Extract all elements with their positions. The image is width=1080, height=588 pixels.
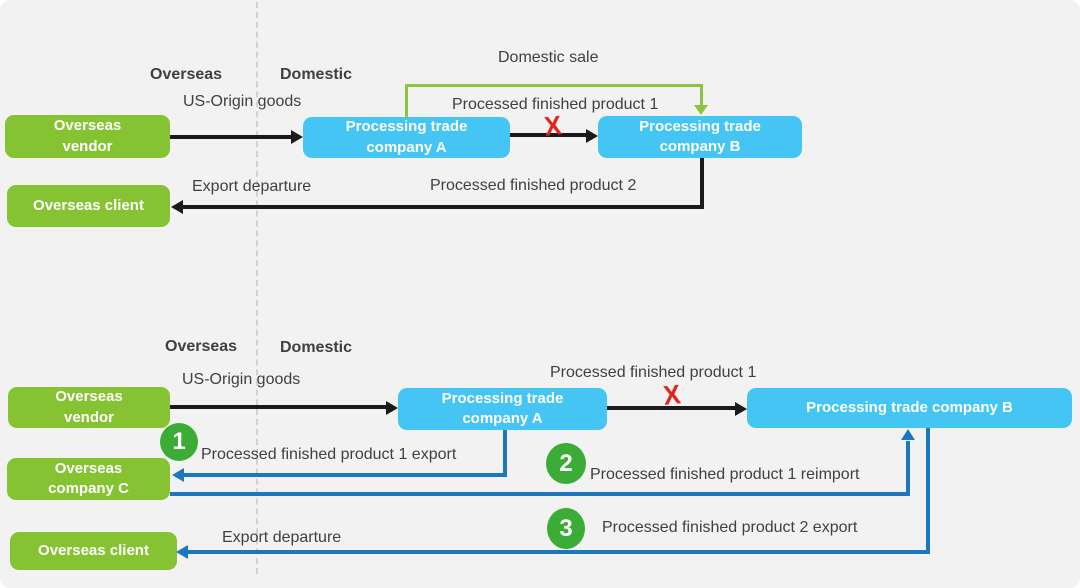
step3-elbow-v <box>926 428 930 554</box>
arrowhead-domestic-sale <box>694 105 708 115</box>
export-departure-elbow-v-1 <box>700 158 704 207</box>
overseas-client-node-1: Overseas client <box>7 185 170 227</box>
region-label-domestic-1: Domestic <box>280 66 353 83</box>
step3-badge: 3 <box>547 508 585 549</box>
flow-label-step1: Processed finished product 1 export <box>201 446 457 463</box>
export-departure-elbow-h-1 <box>182 205 704 209</box>
step2-badge: 2 <box>546 443 586 484</box>
flow-label-processed-product-1-bottom: Processed finished product 1 <box>550 364 757 381</box>
step1-badge: 1 <box>160 423 198 461</box>
domestic-sale-elbow-v2 <box>700 84 703 106</box>
blocked-cross-icon-1: X <box>542 110 564 142</box>
arrow-us-origin-goods-2 <box>170 405 386 409</box>
overseas-client-node-2: Overseas client <box>10 532 177 570</box>
arrowhead-export-departure-1 <box>171 200 183 214</box>
arrowhead-a-to-b-2 <box>735 402 747 416</box>
step3-elbow-h <box>188 550 930 554</box>
arrow-us-origin-goods-1 <box>170 135 292 139</box>
flow-label-export-departure-2: Export departure <box>222 529 342 546</box>
arrow-a-to-b-2 <box>607 406 735 410</box>
flow-label-us-origin-goods-1: US-Origin goods <box>183 93 302 110</box>
overseas-company-c-node: Overseas company C <box>7 458 170 500</box>
flow-label-processed-product-2-top: Processed finished product 2 <box>430 177 637 194</box>
flow-label-processed-product-1-top: Processed finished product 1 <box>452 96 659 113</box>
arrowhead-a-to-b-1 <box>586 129 598 143</box>
arrowhead-step2 <box>901 429 915 440</box>
arrowhead-us-origin-goods-2 <box>386 401 398 415</box>
flow-label-step2: Processed finished product 1 reimport <box>590 466 860 483</box>
company-b-node-2: Processing trade company B <box>747 388 1072 428</box>
arrowhead-step1 <box>172 468 184 482</box>
flow-label-export-departure-1: Export departure <box>192 178 312 195</box>
blocked-cross-icon-2: X <box>661 379 683 411</box>
arrowhead-us-origin-goods-1 <box>291 130 303 144</box>
company-a-node-2: Processing trade company A <box>398 388 607 430</box>
domestic-sale-elbow-v1 <box>405 84 408 117</box>
arrowhead-step3 <box>176 545 188 559</box>
region-label-domestic-2: Domestic <box>280 339 353 356</box>
company-b-node-1: Processing trade company B <box>598 116 802 158</box>
step2-elbow-v <box>906 441 910 496</box>
flow-label-domestic-sale: Domestic sale <box>498 49 599 66</box>
step1-elbow-v <box>503 430 507 477</box>
overseas-vendor-node-1: Overseas vendor <box>5 115 170 158</box>
step1-elbow-h <box>184 473 507 477</box>
arrow-a-to-b-1 <box>510 133 586 137</box>
region-label-overseas-1: Overseas <box>150 66 223 83</box>
region-label-overseas-2: Overseas <box>165 338 238 355</box>
company-a-node-1: Processing trade company A <box>303 117 510 158</box>
step2-elbow-h <box>170 492 910 496</box>
domestic-sale-elbow-h <box>405 84 703 87</box>
overseas-domestic-divider <box>256 2 258 574</box>
flow-label-us-origin-goods-2: US-Origin goods <box>182 371 301 388</box>
flow-label-step3: Processed finished product 2 export <box>602 519 858 536</box>
overseas-vendor-node-2: Overseas vendor <box>8 387 170 428</box>
